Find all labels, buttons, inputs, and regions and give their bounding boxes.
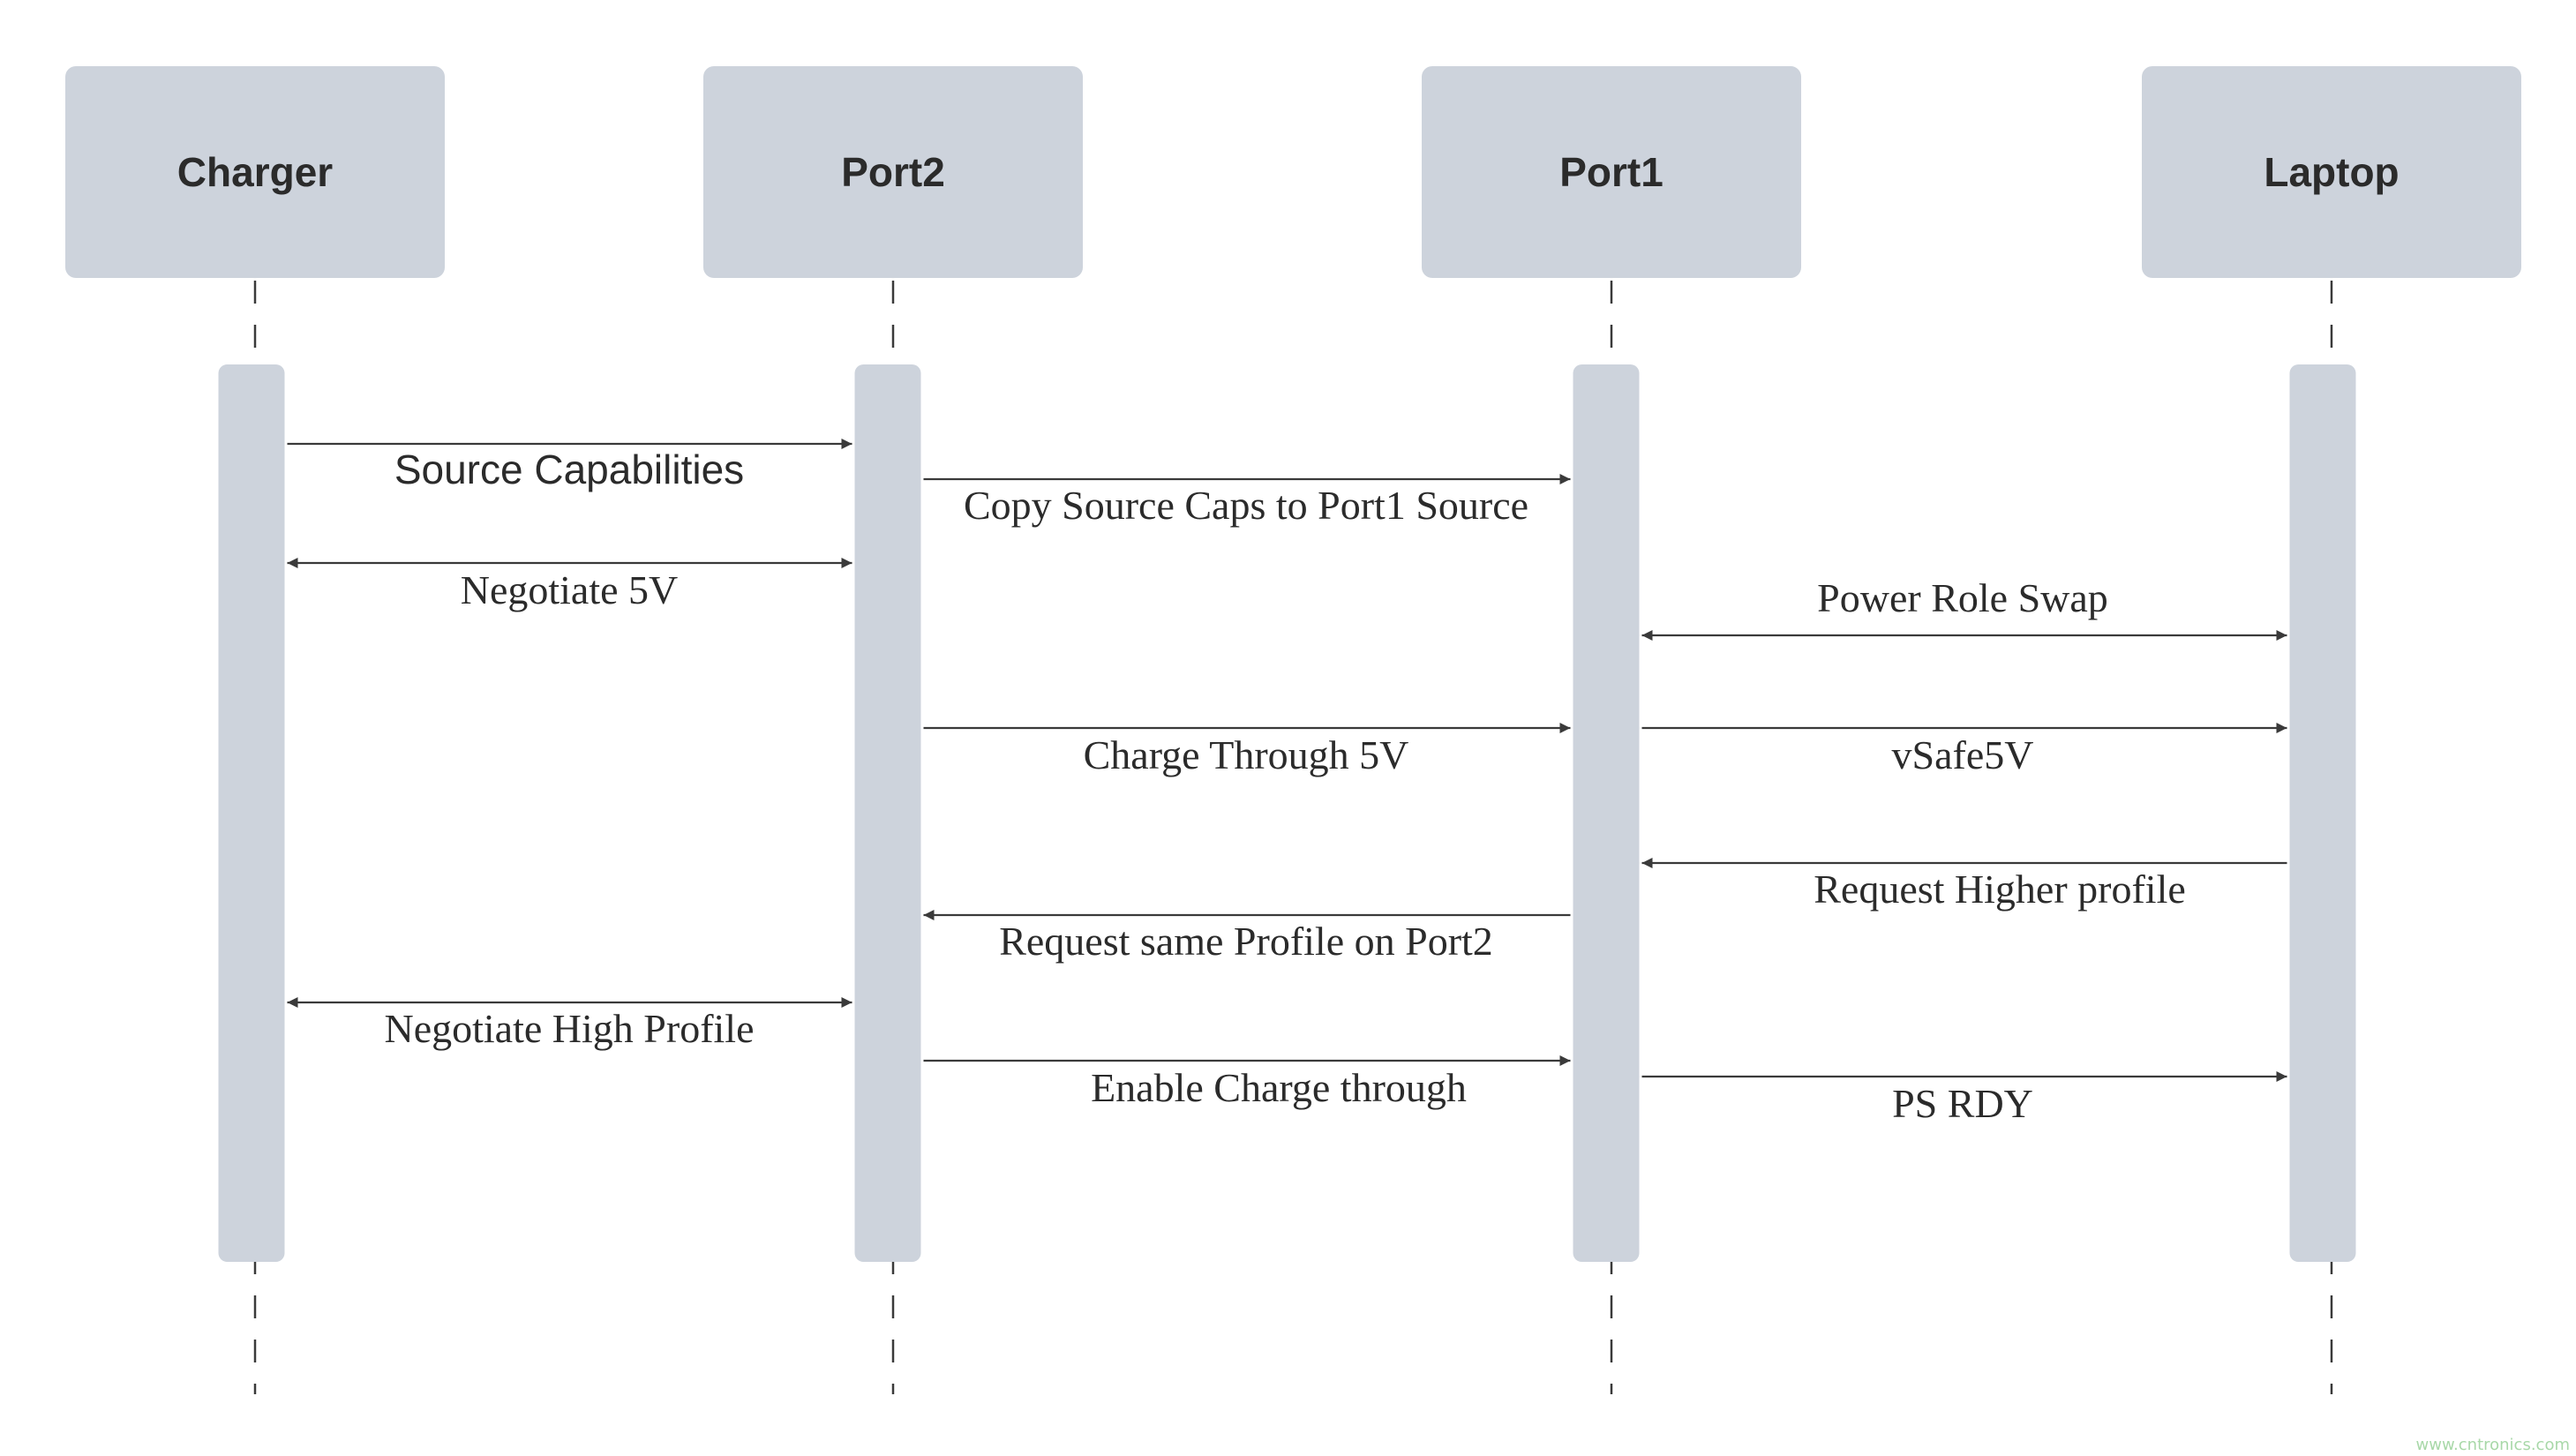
actor-port1[interactable]: Port1 bbox=[1422, 66, 1801, 278]
message-negotiate-high-profile: Negotiate High Profile bbox=[287, 997, 852, 1051]
message-request-same-profile: Request same Profile on Port2 bbox=[923, 910, 1571, 964]
message-enable-charge-through: Enable Charge through bbox=[923, 1055, 1571, 1110]
activation-bar-charger bbox=[218, 364, 285, 1262]
actor-box-port1 bbox=[1422, 66, 1801, 278]
message-source-capabilities: Source Capabilities bbox=[287, 439, 852, 492]
message-label-charge-through-5v: Charge Through 5V bbox=[1084, 732, 1409, 777]
actor-charger[interactable]: Charger bbox=[65, 66, 445, 278]
message-negotiate-5v: Negotiate 5V bbox=[287, 558, 852, 612]
message-label-source-capabilities: Source Capabilities bbox=[394, 447, 744, 492]
actor-port2[interactable]: Port2 bbox=[703, 66, 1083, 278]
actor-label-port1: Port1 bbox=[1559, 149, 1664, 195]
message-label-negotiate-high-profile: Negotiate High Profile bbox=[384, 1006, 754, 1051]
message-copy-source-caps: Copy Source Caps to Port1 Source bbox=[923, 474, 1571, 528]
actor-label-charger: Charger bbox=[177, 149, 333, 195]
actor-label-laptop: Laptop bbox=[2264, 149, 2399, 195]
message-ps-rdy: PS RDY bbox=[1641, 1071, 2287, 1126]
message-label-request-higher-profile: Request Higher profile bbox=[1814, 867, 2186, 912]
activation-bars bbox=[218, 364, 2356, 1262]
actor-box-laptop bbox=[2142, 66, 2521, 278]
message-label-request-same-profile: Request same Profile on Port2 bbox=[999, 919, 1493, 964]
message-label-enable-charge-through: Enable Charge through bbox=[1091, 1065, 1467, 1110]
message-charge-through-5v: Charge Through 5V bbox=[923, 723, 1571, 777]
message-label-negotiate-5v: Negotiate 5V bbox=[461, 567, 679, 612]
activation-bar-port1 bbox=[1573, 364, 1640, 1262]
watermark: www.cntronics.com bbox=[2416, 1436, 2570, 1454]
message-vsafe5v: vSafe5V bbox=[1641, 723, 2287, 777]
actor-box-charger bbox=[65, 66, 445, 278]
message-request-higher-profile: Request Higher profile bbox=[1641, 858, 2287, 912]
message-label-vsafe5v: vSafe5V bbox=[1892, 732, 2034, 777]
message-power-role-swap: Power Role Swap bbox=[1641, 575, 2287, 641]
message-label-copy-source-caps: Copy Source Caps to Port1 Source bbox=[964, 483, 1528, 528]
actor-laptop[interactable]: Laptop bbox=[2142, 66, 2521, 278]
activation-bar-laptop bbox=[2289, 364, 2356, 1262]
actor-box-port2 bbox=[703, 66, 1083, 278]
activation-bar-port2 bbox=[854, 364, 921, 1262]
message-label-power-role-swap: Power Role Swap bbox=[1817, 575, 2108, 620]
actor-label-port2: Port2 bbox=[841, 149, 945, 195]
message-label-ps-rdy: PS RDY bbox=[1892, 1081, 2033, 1126]
actors: Charger Port2 Port1 Laptop bbox=[65, 66, 2521, 278]
